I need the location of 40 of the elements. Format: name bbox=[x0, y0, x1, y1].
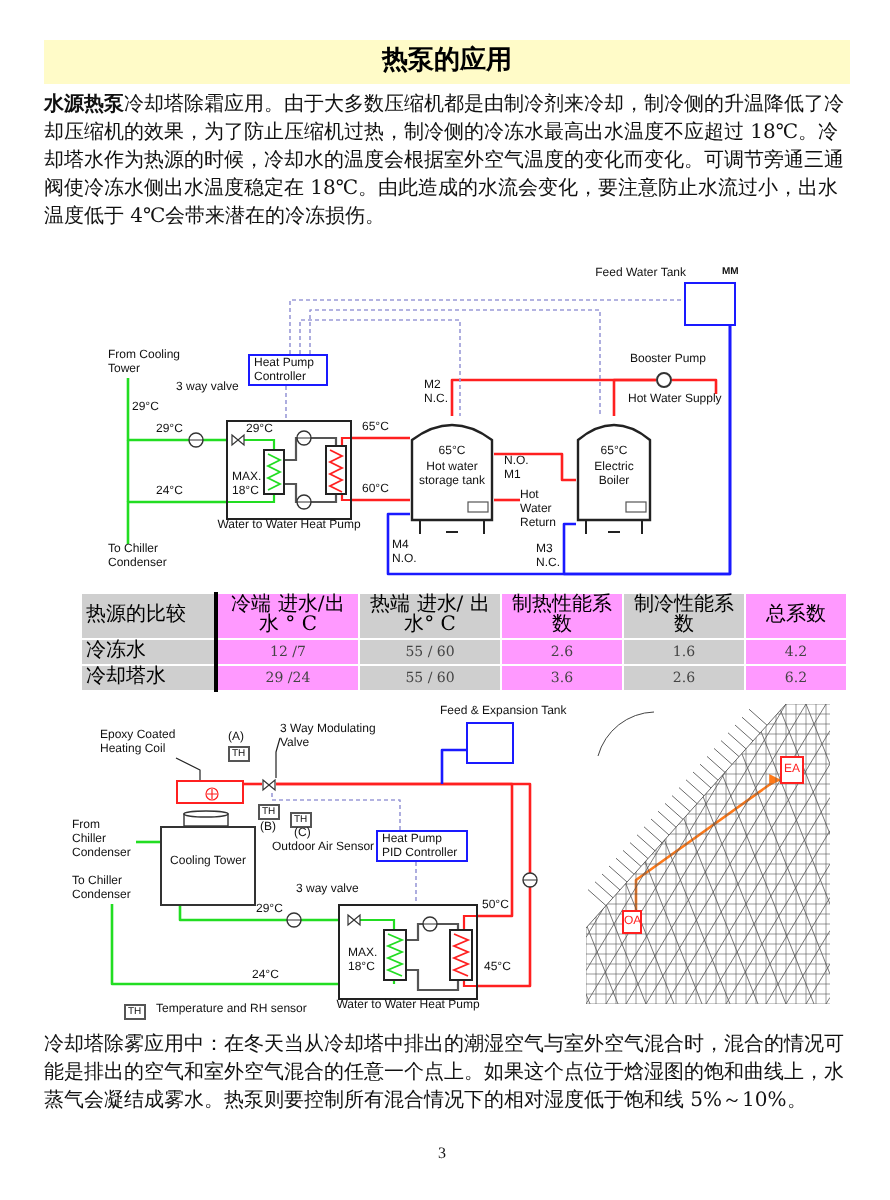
paragraph: 水源热泵冷却塔除霜应用。由于大多数压缩机都是由制冷剂来冷却，制冷侧的升温降低了冷却压缩机的效果，为了防止压缩机过热，制冷侧的冷冻水最高出水温度不应超过 18℃。冷却塔水作为热源的时候，冷却水的温度会根据室外空气温度的变化而变化。可调节旁通三通阀使冷冻水侧出水温度稳定在 18℃。由此造成的水流会变化，要注意防止水流过小，出水温度低于 4℃会带来潜在的冷冻损伤。 bbox=[44, 92, 846, 232]
pipe-line bbox=[110, 904, 338, 986]
pipe-line bbox=[352, 498, 410, 502]
leader-line bbox=[175, 757, 201, 781]
control-line bbox=[309, 309, 601, 417]
control-line bbox=[289, 299, 685, 355]
pipe-line bbox=[126, 500, 226, 544]
control-line bbox=[271, 791, 401, 831]
leader-line bbox=[275, 737, 281, 779]
pipe-line bbox=[440, 748, 466, 784]
pipe-line bbox=[494, 498, 520, 502]
pipe-line bbox=[494, 452, 576, 482]
page-title: 热泵的应用 bbox=[44, 40, 850, 84]
control-line bbox=[285, 385, 287, 421]
table-cell: 制热性能系数 bbox=[501, 593, 623, 639]
pipe-line bbox=[126, 378, 226, 442]
pipe-line bbox=[276, 782, 532, 988]
heating-coil bbox=[176, 780, 244, 804]
page-number: 3 bbox=[438, 1144, 446, 1163]
pipe-line bbox=[562, 326, 732, 576]
pipe-line bbox=[612, 378, 656, 416]
table-cell: 热源的比较 bbox=[81, 593, 216, 639]
pipe-line bbox=[178, 906, 338, 922]
psychrometric-chart-drawing bbox=[586, 704, 830, 1004]
valve-symbol bbox=[262, 778, 276, 792]
controller-box bbox=[376, 830, 468, 862]
table-cell: 热端 进水/ 出水° C bbox=[359, 593, 501, 639]
cooling-tower bbox=[160, 826, 256, 906]
table-cell: 冷却塔水 bbox=[81, 665, 216, 691]
table-cell: 制冷性能系数 bbox=[623, 593, 745, 639]
control-line bbox=[299, 319, 461, 417]
table-cell: 冷冻水 bbox=[81, 639, 216, 665]
paragraph: 冷却塔除雾应用中：在冬天当从冷却塔中排出的潮湿空气与室外空气混合时，混合的情况可能是排出的空气和室外空气混合的任意一个点上。如果这个点位于焓湿图的饱和曲线上，水蒸气会凝结成雾水。热泵则要控制所有混合情况下的相对湿度低于饱和线 5%～10%。 bbox=[44, 1032, 846, 1116]
table-cell: 总系数 bbox=[745, 593, 847, 639]
pipe-line bbox=[136, 840, 160, 844]
table-cell: 冷端 进水/出水 ° C bbox=[216, 593, 359, 639]
controller-box bbox=[248, 354, 328, 386]
pipe-line bbox=[352, 436, 410, 440]
pipe-line bbox=[672, 378, 718, 394]
control-line bbox=[415, 861, 417, 905]
